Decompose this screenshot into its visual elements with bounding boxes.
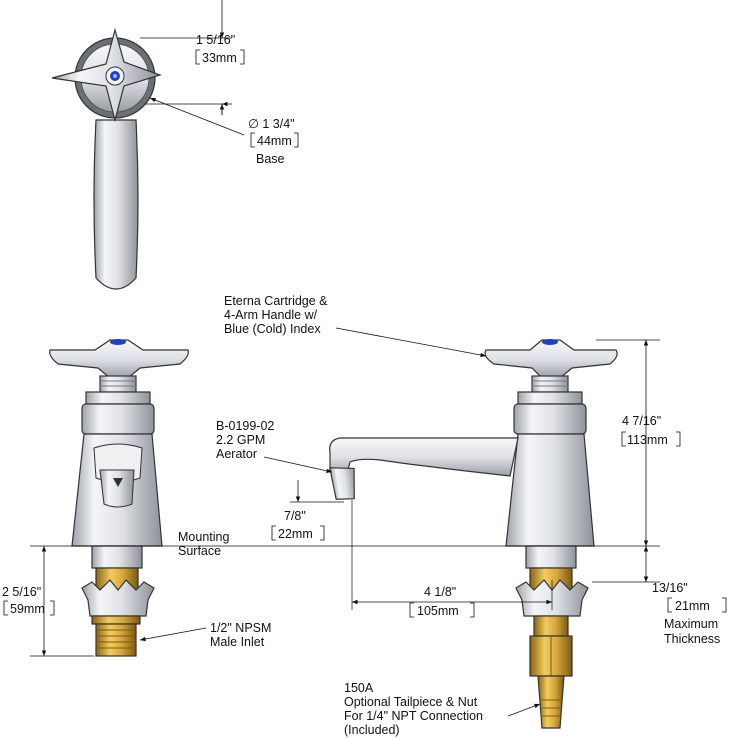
base-diameter-imperial: ∅ 1 3/4" bbox=[248, 117, 295, 131]
top-height-metric: 33mm bbox=[202, 51, 237, 65]
tailpiece-callout-line3: For 1/4" NPT Connection bbox=[344, 709, 483, 723]
callout-aerator-line2: 2.2 GPM bbox=[216, 433, 265, 447]
callout-aerator-line1: B-0199-02 bbox=[216, 419, 274, 433]
top-height-imperial: 1 5/16" bbox=[196, 33, 235, 47]
callout-cartridge-line3: Blue (Cold) Index bbox=[224, 322, 321, 336]
side-view-faucet bbox=[329, 339, 618, 729]
spout-height-imperial: 7/8" bbox=[284, 509, 306, 523]
base-diameter-metric: 44mm bbox=[257, 134, 292, 148]
max-thickness-note-line2: Thickness bbox=[664, 632, 720, 646]
spout-reach-imperial: 4 1/8" bbox=[424, 585, 456, 599]
inlet-callout-line2: Male Inlet bbox=[210, 635, 265, 649]
tailpiece-callout-line1: 150A bbox=[344, 681, 374, 695]
mounting-surface-line2: Surface bbox=[178, 544, 221, 558]
tailpiece-callout-line4: (Included) bbox=[344, 723, 400, 737]
top-view bbox=[51, 0, 245, 290]
top-height-metric-bracket bbox=[195, 49, 245, 65]
mounting-surface-line1: Mounting bbox=[178, 530, 229, 544]
front-view-valve bbox=[49, 339, 189, 657]
callout-cartridge-line2: 4-Arm Handle w/ bbox=[224, 308, 318, 322]
callout-cartridge-line1: Eterna Cartridge & bbox=[224, 294, 328, 308]
overall-height-metric: 113mm bbox=[627, 433, 668, 447]
callout-aerator-line3: Aerator bbox=[216, 447, 257, 461]
overall-height-imperial: 4 7/16" bbox=[622, 414, 661, 428]
shank-length-metric: 59mm bbox=[10, 602, 45, 616]
spout-reach-metric: 105mm bbox=[417, 604, 459, 618]
base-metric-bracket bbox=[250, 132, 299, 148]
shank-length-imperial: 2 5/16" bbox=[2, 585, 41, 599]
spout-height-metric: 22mm bbox=[278, 527, 313, 541]
max-thickness-imperial: 13/16" bbox=[652, 581, 688, 595]
inlet-callout-line1: 1/2" NPSM bbox=[210, 621, 271, 635]
base-label: Base bbox=[256, 152, 285, 166]
tailpiece-callout-line2: Optional Tailpiece & Nut bbox=[344, 695, 478, 709]
max-thickness-metric: 21mm bbox=[675, 599, 710, 613]
max-thickness-note-line1: Maximum bbox=[664, 617, 718, 631]
